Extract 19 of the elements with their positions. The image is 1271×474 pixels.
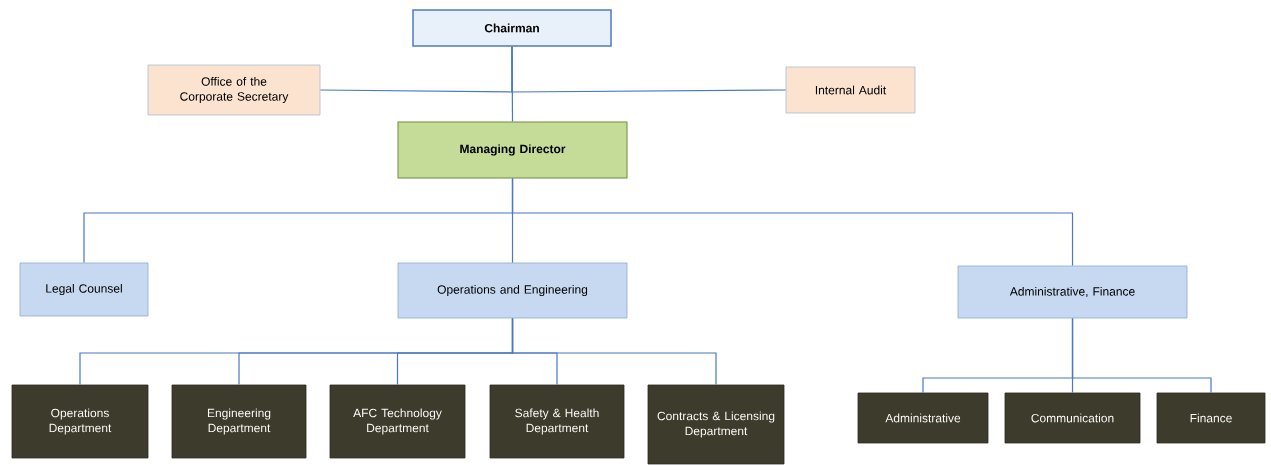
chart-box: Administrative, Finance bbox=[957, 265, 1188, 319]
department-box: Finance bbox=[1156, 392, 1266, 444]
chart-box: Chairman bbox=[412, 9, 612, 47]
connector-line bbox=[511, 317, 717, 386]
connector-line bbox=[511, 46, 787, 93]
department-box: Safety & Health Department bbox=[489, 384, 625, 459]
department-box: Operations Department bbox=[11, 384, 149, 459]
connector-line bbox=[1071, 317, 1212, 394]
department-box: Contracts & Licensing Department bbox=[647, 384, 785, 465]
chart-box: Operations and Engineering bbox=[397, 262, 628, 319]
connector-line bbox=[511, 177, 1074, 267]
chart-box: Office of the Corporate Secretary bbox=[147, 64, 321, 116]
department-box: Engineering Department bbox=[171, 384, 307, 459]
chart-box: Managing Director bbox=[397, 121, 628, 179]
department-box: Communication bbox=[1004, 392, 1141, 444]
department-box: Administrative bbox=[857, 392, 989, 444]
chart-box: Internal Audit bbox=[785, 66, 916, 114]
department-box: AFC Technology Department bbox=[329, 384, 466, 459]
chart-box: Legal Counsel bbox=[19, 262, 149, 317]
